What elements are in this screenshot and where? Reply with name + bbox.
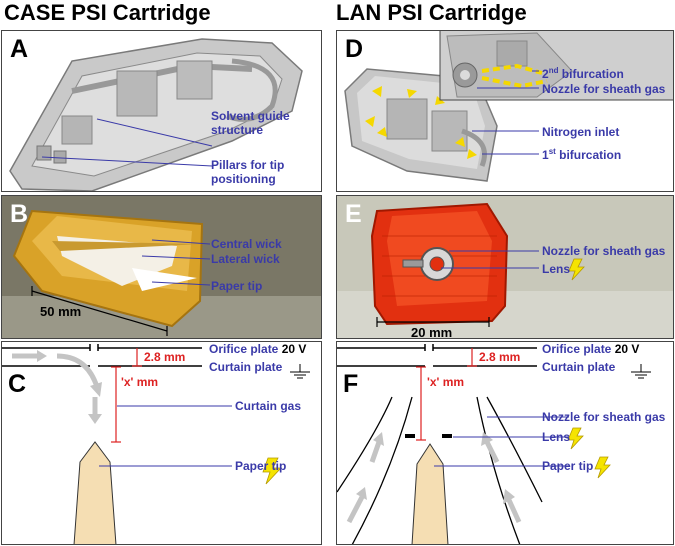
x-mm-c: 'x' mm bbox=[121, 375, 159, 389]
panel-label-f: F bbox=[343, 370, 359, 398]
voltage-c: 20 V bbox=[281, 342, 307, 356]
right-title: LAN PSI Cartridge bbox=[336, 0, 527, 25]
lightning-icon bbox=[594, 456, 611, 479]
curtain-plate-label-c: Curtain plate bbox=[209, 360, 283, 374]
paper-tip-label-b: Paper tip bbox=[211, 279, 263, 293]
second-bifurcation-label: 2nd bifurcation bbox=[542, 66, 624, 81]
voltage-f: 20 V bbox=[614, 342, 640, 356]
nitrogen-inlet-label: Nitrogen inlet bbox=[542, 125, 620, 139]
x-mm-f: 'x' mm bbox=[427, 375, 465, 389]
arrow-icon bbox=[37, 350, 47, 362]
lateral-wick-label: Lateral wick bbox=[211, 252, 280, 266]
panel-a: A Solvent guide structure Pillars for ti… bbox=[1, 30, 322, 192]
lan-schematic bbox=[337, 344, 651, 544]
orifice-plate-label-f: Orifice plate 20 V bbox=[542, 342, 640, 356]
paper-tip-label-f: Paper tip bbox=[542, 459, 594, 473]
scale-20mm: 20 mm bbox=[411, 325, 453, 339]
panel-d: D 2nd bifurcation Nozzle for sheath gas … bbox=[336, 30, 674, 192]
panel-label-d: D bbox=[345, 35, 364, 63]
nozzle-label-d: Nozzle for sheath gas bbox=[542, 82, 666, 96]
lens-label-f: Lens bbox=[542, 430, 571, 444]
lan-cartridge-render bbox=[344, 31, 673, 182]
panel-c: C Orifice plate 20 V Curtain plate 2.8 m… bbox=[1, 341, 322, 545]
case-cartridge-render bbox=[9, 38, 303, 191]
paper-tip-label-c: Paper tip bbox=[235, 459, 287, 473]
case-schematic bbox=[2, 344, 310, 544]
orifice-plate-label-c: Orifice plate 20 V bbox=[209, 342, 307, 356]
scale-50mm: 50 mm bbox=[40, 304, 82, 319]
lightning-icon bbox=[262, 457, 282, 485]
panel-e: E Nozzle for sheath gas Lens 20 mm bbox=[336, 195, 674, 339]
lightning-icon bbox=[567, 427, 584, 450]
gap-2-8mm-f: 2.8 mm bbox=[479, 350, 521, 364]
panel-f: F Orifice plate 20 V Curtain plate 2.8 m… bbox=[336, 341, 674, 545]
case-cartridge-photo bbox=[2, 196, 321, 338]
panel-b: B Central wick Lateral wick Paper tip 50… bbox=[1, 195, 322, 339]
nozzle-label-f: Nozzle for sheath gas bbox=[542, 410, 666, 424]
panel-label-a: A bbox=[10, 35, 29, 63]
ground-symbol-icon bbox=[290, 364, 310, 379]
curtain-gas-label: Curtain gas bbox=[235, 399, 302, 413]
lens-label-e: Lens bbox=[542, 262, 571, 276]
panel-label-c: C bbox=[8, 370, 27, 398]
central-wick-label: Central wick bbox=[211, 237, 282, 251]
lightning-icon bbox=[568, 258, 585, 281]
panel-label-b: B bbox=[10, 200, 29, 228]
first-bifurcation-label: 1st bifurcation bbox=[542, 147, 622, 162]
panel-label-e: E bbox=[345, 200, 362, 228]
curtain-plate-label-f: Curtain plate bbox=[542, 360, 616, 374]
pillars-label: Pillars for tip positioning bbox=[211, 158, 285, 186]
gap-2-8mm-c: 2.8 mm bbox=[144, 350, 186, 364]
solvent-guide-label: Solvent guide structure bbox=[211, 109, 290, 137]
nozzle-label-e: Nozzle for sheath gas bbox=[542, 244, 666, 258]
left-title: CASE PSI Cartridge bbox=[4, 0, 211, 25]
ground-symbol-icon bbox=[631, 364, 651, 379]
lan-cartridge-photo bbox=[337, 196, 673, 338]
